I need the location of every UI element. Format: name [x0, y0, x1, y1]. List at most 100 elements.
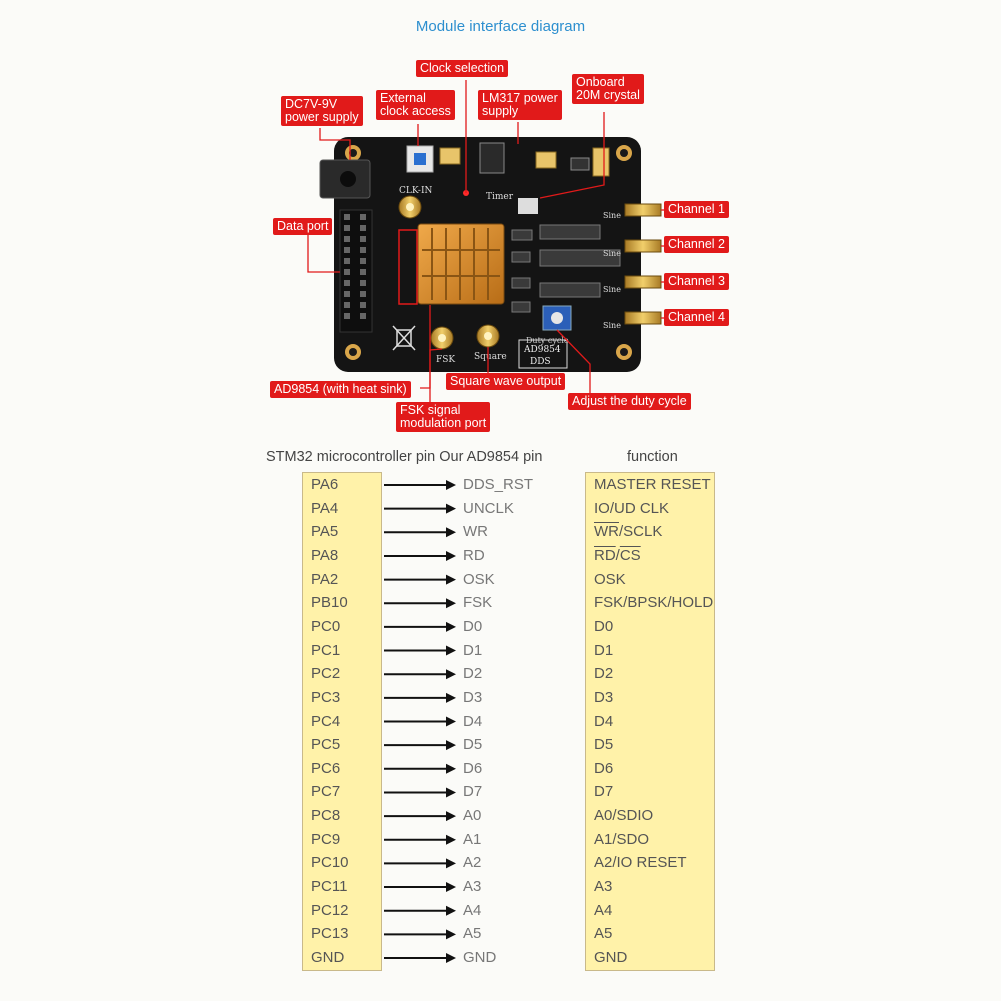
- ad9854-pin: A5: [463, 925, 482, 943]
- pin-function: D3: [594, 688, 614, 706]
- stm32-pin: PC5: [311, 736, 341, 754]
- pin-arrow-head: [446, 763, 456, 774]
- ad9854-pin: D7: [463, 783, 483, 801]
- callout-channel-4: Channel 4: [664, 309, 729, 326]
- pin-function: A5: [594, 925, 613, 943]
- stm32-pin: GND: [311, 949, 345, 966]
- pin-arrow-head: [446, 953, 456, 963]
- ad9854-pin: A2: [463, 854, 482, 872]
- ad9854-pin: A1: [463, 830, 482, 848]
- pin-arrow-head: [446, 669, 456, 680]
- pin-function: A2/IO RESET: [594, 854, 687, 872]
- pin-arrow-head: [446, 858, 456, 869]
- stm32-pin: PC1: [311, 641, 341, 659]
- stm32-pin: PA5: [311, 523, 339, 541]
- table-header-function: function: [627, 449, 678, 465]
- stm32-pin: PA4: [311, 499, 339, 517]
- square-label: Square: [474, 352, 507, 362]
- pin-arrow-head: [446, 598, 456, 609]
- pin-function: A0/SDIO: [594, 807, 654, 825]
- pin-arrow-head: [446, 527, 456, 538]
- pin-arrow-head: [446, 882, 456, 893]
- callout-clock-selection: Clock selection: [416, 60, 509, 77]
- diagram-title: Module interface diagram: [415, 18, 586, 35]
- callout-power-supply: DC7V-9V power supply: [281, 96, 363, 126]
- ad9854-pin: GND: [463, 949, 497, 966]
- chip-label-1: AD9854: [523, 345, 561, 355]
- pin-arrow-head: [446, 740, 456, 751]
- pin-function: IO/UD CLK: [594, 499, 670, 517]
- stm32-pin: PC7: [311, 783, 341, 801]
- fsk-label: FSK: [436, 355, 455, 365]
- stm32-pin: PC2: [311, 665, 341, 683]
- stm32-pin: PC8: [311, 807, 341, 825]
- stm32-pin: PC4: [311, 712, 341, 730]
- weee-icon: [392, 325, 416, 351]
- pin-arrow-head: [446, 480, 456, 490]
- pin-function: OSK: [594, 570, 626, 588]
- stm32-pin: PA8: [311, 546, 339, 564]
- ad9854-pin: D0: [463, 617, 483, 635]
- sine-label-1: Sine: [603, 211, 621, 220]
- pin-function: WR/SCLK: [594, 523, 663, 541]
- table-header-left: STM32 microcontroller pin Our AD9854 pin: [266, 449, 543, 465]
- sine-label-3: Sine: [603, 285, 621, 294]
- ad9854-pin: D3: [463, 688, 483, 706]
- chip-label-2: DDS: [530, 357, 551, 367]
- callout-channel-2: Channel 2: [664, 236, 729, 253]
- clk-in-label: CLK-IN: [399, 186, 433, 196]
- ad9854-pin: WR: [463, 523, 488, 541]
- callout-external-clock: External clock access: [376, 90, 455, 120]
- pin-function: D6: [594, 759, 614, 777]
- callout-crystal-line2: 20M crystal: [576, 88, 640, 102]
- ad9854-pin: D1: [463, 641, 483, 659]
- callout-crystal: Onboard 20M crystal: [572, 74, 644, 104]
- pin-arrow-head: [446, 834, 456, 845]
- callout-duty-cycle: Adjust the duty cycle: [568, 393, 691, 410]
- pin-arrow-head: [446, 621, 456, 632]
- ad9854-pin: DDS_RST: [463, 476, 534, 493]
- ad9854-pin: FSK: [463, 594, 493, 612]
- pin-function: GND: [594, 949, 628, 966]
- callout-data-port: Data port: [273, 218, 333, 235]
- callout-channel-1: Channel 1: [664, 201, 729, 218]
- pin-arrow-head: [446, 645, 456, 656]
- ad9854-pin: D6: [463, 759, 483, 777]
- pin-arrow-head: [446, 929, 456, 940]
- stm32-pin: PC3: [311, 688, 341, 706]
- pin-arrow-head: [446, 550, 456, 561]
- ad9854-pin: A3: [463, 878, 482, 896]
- pin-arrow-head: [446, 905, 456, 916]
- sine-label-2: Sine: [603, 249, 621, 258]
- pin-function: A3: [594, 878, 613, 896]
- ad9854-pin: A0: [463, 807, 482, 825]
- ad9854-pin: A4: [463, 901, 482, 919]
- stm32-pin: PC13: [311, 925, 349, 943]
- pin-function: D1: [594, 641, 614, 659]
- mounting-holes: [345, 145, 632, 360]
- stm32-pin: PC0: [311, 617, 341, 635]
- stm32-pin: PC12: [311, 901, 349, 919]
- callout-channel-3: Channel 3: [664, 273, 729, 290]
- ad9854-pin: UNCLK: [463, 499, 514, 517]
- pin-function: MASTER RESET: [594, 476, 711, 493]
- stm32-pin: PC11: [311, 878, 348, 896]
- ad9854-pin: RD: [463, 546, 485, 564]
- callout-power-supply-line2: power supply: [285, 110, 359, 124]
- callout-fsk: FSK signal modulation port: [396, 402, 491, 432]
- stm32-pin: PB10: [311, 594, 348, 612]
- sine-label-4: Sine: [603, 321, 621, 330]
- pin-arrow-head: [446, 787, 456, 798]
- callout-square-output: Square wave output: [446, 373, 566, 390]
- callout-crystal-line1: Onboard: [576, 75, 625, 89]
- stm32-pin: PC9: [311, 830, 341, 848]
- pin-arrow-head: [446, 574, 456, 585]
- pin-function: A4: [594, 901, 613, 919]
- stm32-pin: PA2: [311, 570, 339, 588]
- pin-function: D0: [594, 617, 614, 635]
- ad9854-pin: D2: [463, 665, 483, 683]
- stm32-column: [302, 472, 382, 971]
- ad9854-pin: D5: [463, 736, 483, 754]
- function-column: [585, 472, 715, 971]
